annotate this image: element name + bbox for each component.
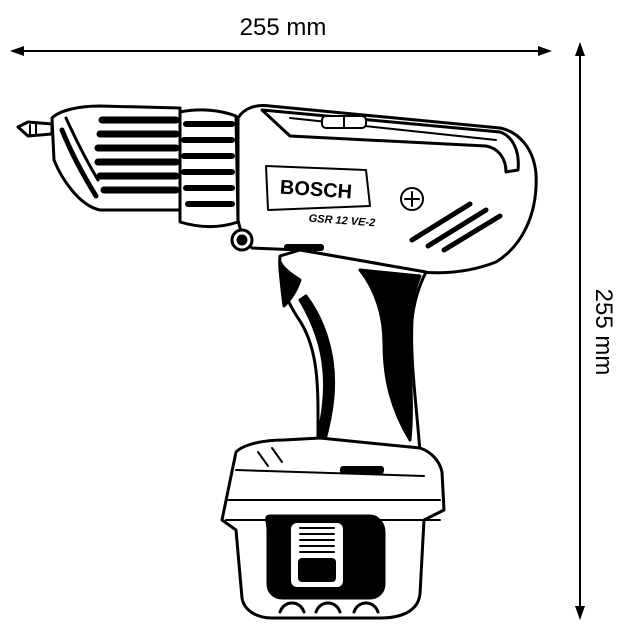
arrowhead-top-icon	[575, 42, 585, 56]
brand-plate	[265, 165, 371, 211]
brand-label: BOSCH	[279, 177, 353, 204]
height-dimension: 255 mm	[575, 42, 617, 620]
arrowhead-right-icon	[538, 46, 552, 56]
handle	[278, 248, 428, 454]
drill-illustration	[16, 104, 538, 620]
height-label: 255 mm	[590, 289, 617, 376]
arrowhead-left-icon	[10, 46, 24, 56]
battery-pack	[220, 436, 446, 620]
width-dimension: 255 mm	[10, 14, 552, 56]
model-label: GSR 12 VE-2	[308, 213, 375, 230]
housing	[230, 104, 538, 275]
chuck	[50, 104, 182, 212]
width-label: 255 mm	[240, 14, 327, 41]
arrowhead-bottom-icon	[575, 606, 585, 620]
torque-collar	[178, 108, 240, 228]
drill-bit	[16, 120, 54, 138]
